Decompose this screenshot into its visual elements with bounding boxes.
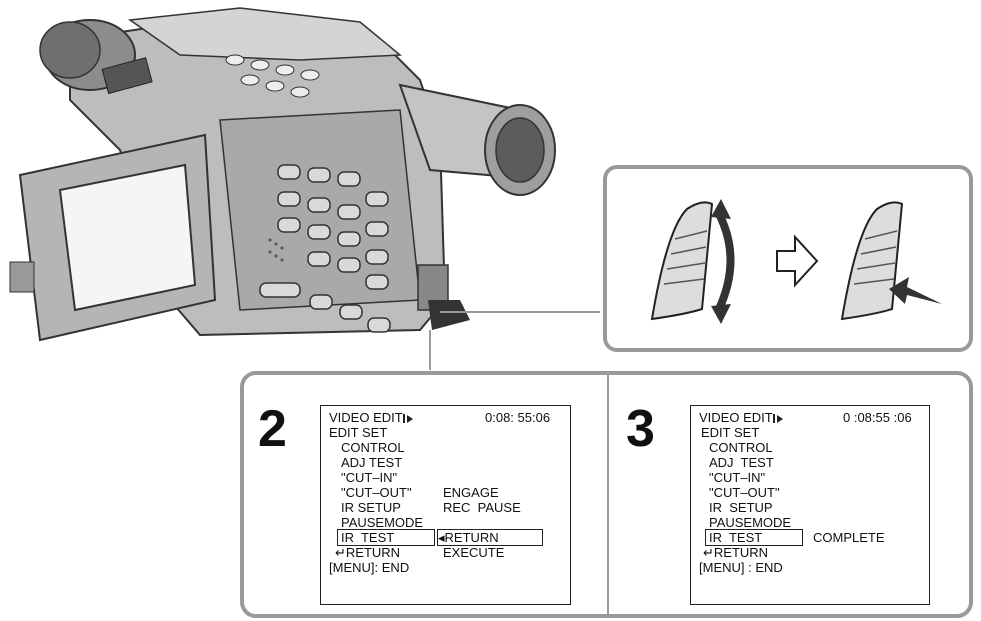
menu-key: MENU — [702, 560, 741, 575]
menu-item-selected: IR TEST — [341, 530, 395, 545]
menu-end: : END — [744, 560, 783, 575]
camcorder-illustration — [9, 7, 600, 370]
menu-item: EDIT SET — [329, 425, 388, 440]
menu-item: "CUT–OUT" — [341, 485, 412, 500]
jog-dial-callout — [603, 165, 973, 352]
menu-end: : END — [374, 560, 410, 575]
pointer-icon: ◂ — [438, 530, 445, 545]
return-arrow-icon: ↵ — [703, 545, 714, 560]
status-complete: COMPLETE — [813, 530, 885, 545]
step-2-menu-screen: VIDEO EDIT 0:08: 55:06 EDIT SET CONTROL … — [320, 405, 571, 605]
step-2-number: 2 — [258, 400, 287, 458]
steps-panel: 2 VIDEO EDIT 0:08: 55:06 EDIT SET CONTRO… — [240, 371, 973, 618]
menu-item: "CUT–OUT" — [709, 485, 780, 500]
option-selection-box — [437, 529, 543, 546]
menu-item: IR SETUP — [709, 500, 773, 515]
menu-time: 0 :08:55 :06 — [843, 410, 912, 425]
menu-key: MENU — [332, 560, 371, 575]
option-item: ENGAGE — [443, 485, 499, 500]
menu-title: VIDEO EDIT — [329, 410, 403, 425]
jog-dial-icon — [650, 199, 735, 324]
menu-item: EDIT SET — [701, 425, 760, 440]
menu-item: ADJ TEST — [709, 455, 774, 470]
menu-item: ADJ TEST — [341, 455, 403, 470]
menu-item: CONTROL — [341, 440, 405, 455]
menu-item-selected: IR TEST — [709, 530, 763, 545]
option-item: EXECUTE — [443, 545, 505, 560]
menu-time: 0:08: 55:06 — [485, 410, 551, 425]
option-item-selected: RETURN — [444, 530, 499, 545]
menu-item: "CUT–IN" — [709, 470, 766, 485]
menu-title: VIDEO EDIT — [699, 410, 773, 425]
menu-item: IR SETUP — [341, 500, 401, 515]
step-3-number: 3 — [626, 400, 655, 458]
menu-item: PAUSEMODE — [709, 515, 792, 530]
jog-dial-pressed-icon — [840, 201, 942, 321]
return-arrow-icon: ↵ — [335, 545, 346, 560]
selection-box — [337, 529, 435, 546]
menu-item: PAUSEMODE — [341, 515, 424, 530]
option-item: REC PAUSE — [443, 500, 521, 515]
menu-item: RETURN — [345, 545, 401, 560]
steps-divider — [607, 375, 609, 614]
step-3-menu-screen: VIDEO EDIT 0 :08:55 :06 EDIT SET CONTROL… — [690, 405, 930, 605]
menu-item: "CUT–IN" — [341, 470, 398, 485]
outline-arrow-right-icon — [776, 234, 819, 288]
menu-item: CONTROL — [709, 440, 773, 455]
menu-item: RETURN — [713, 545, 769, 560]
selection-box — [705, 529, 803, 546]
